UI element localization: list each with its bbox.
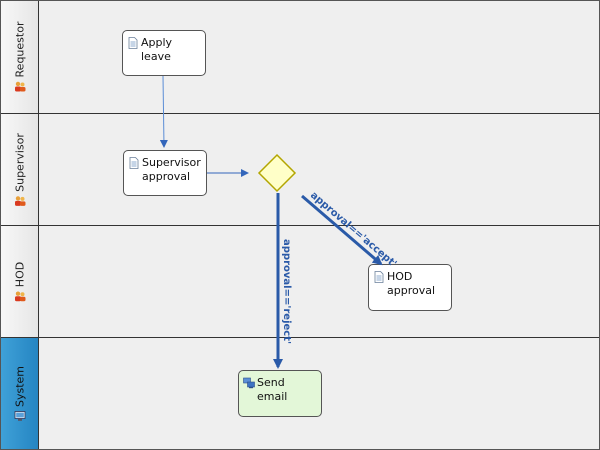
people-icon xyxy=(14,291,25,301)
task-send-email[interactable]: Send email xyxy=(238,370,322,417)
lane-supervisor: Supervisor xyxy=(1,114,599,226)
lane-header-hod[interactable]: HOD xyxy=(1,226,39,337)
task-apply-leave[interactable]: Apply leave xyxy=(122,30,206,76)
lane-requestor: Requestor xyxy=(1,1,599,114)
lane-label-supervisor: Supervisor xyxy=(13,132,26,192)
lane-header-system[interactable]: System xyxy=(1,338,39,449)
document-icon xyxy=(374,271,384,283)
people-icon xyxy=(14,81,25,92)
people-icon xyxy=(14,195,25,206)
task-hod-approval[interactable]: HOD approval xyxy=(368,264,452,311)
lane-label-hod: HOD xyxy=(13,261,26,287)
lane-hod: HOD xyxy=(1,226,599,338)
document-icon xyxy=(129,157,139,169)
lane-header-requestor[interactable]: Requestor xyxy=(1,1,39,113)
service-task-icon xyxy=(243,377,255,389)
lane-label-requestor: Requestor xyxy=(13,21,26,78)
task-label: Supervisor approval xyxy=(142,156,201,183)
lane-body-hod[interactable] xyxy=(39,226,599,337)
lane-header-supervisor[interactable]: Supervisor xyxy=(1,114,39,225)
task-label: HOD approval xyxy=(387,270,436,297)
task-label: Apply leave xyxy=(141,36,173,63)
document-icon xyxy=(128,37,138,49)
computer-icon xyxy=(14,410,25,421)
task-supervisor-approval[interactable]: Supervisor approval xyxy=(123,150,207,196)
task-label: Send email xyxy=(257,376,288,403)
lane-label-system: System xyxy=(13,365,26,407)
